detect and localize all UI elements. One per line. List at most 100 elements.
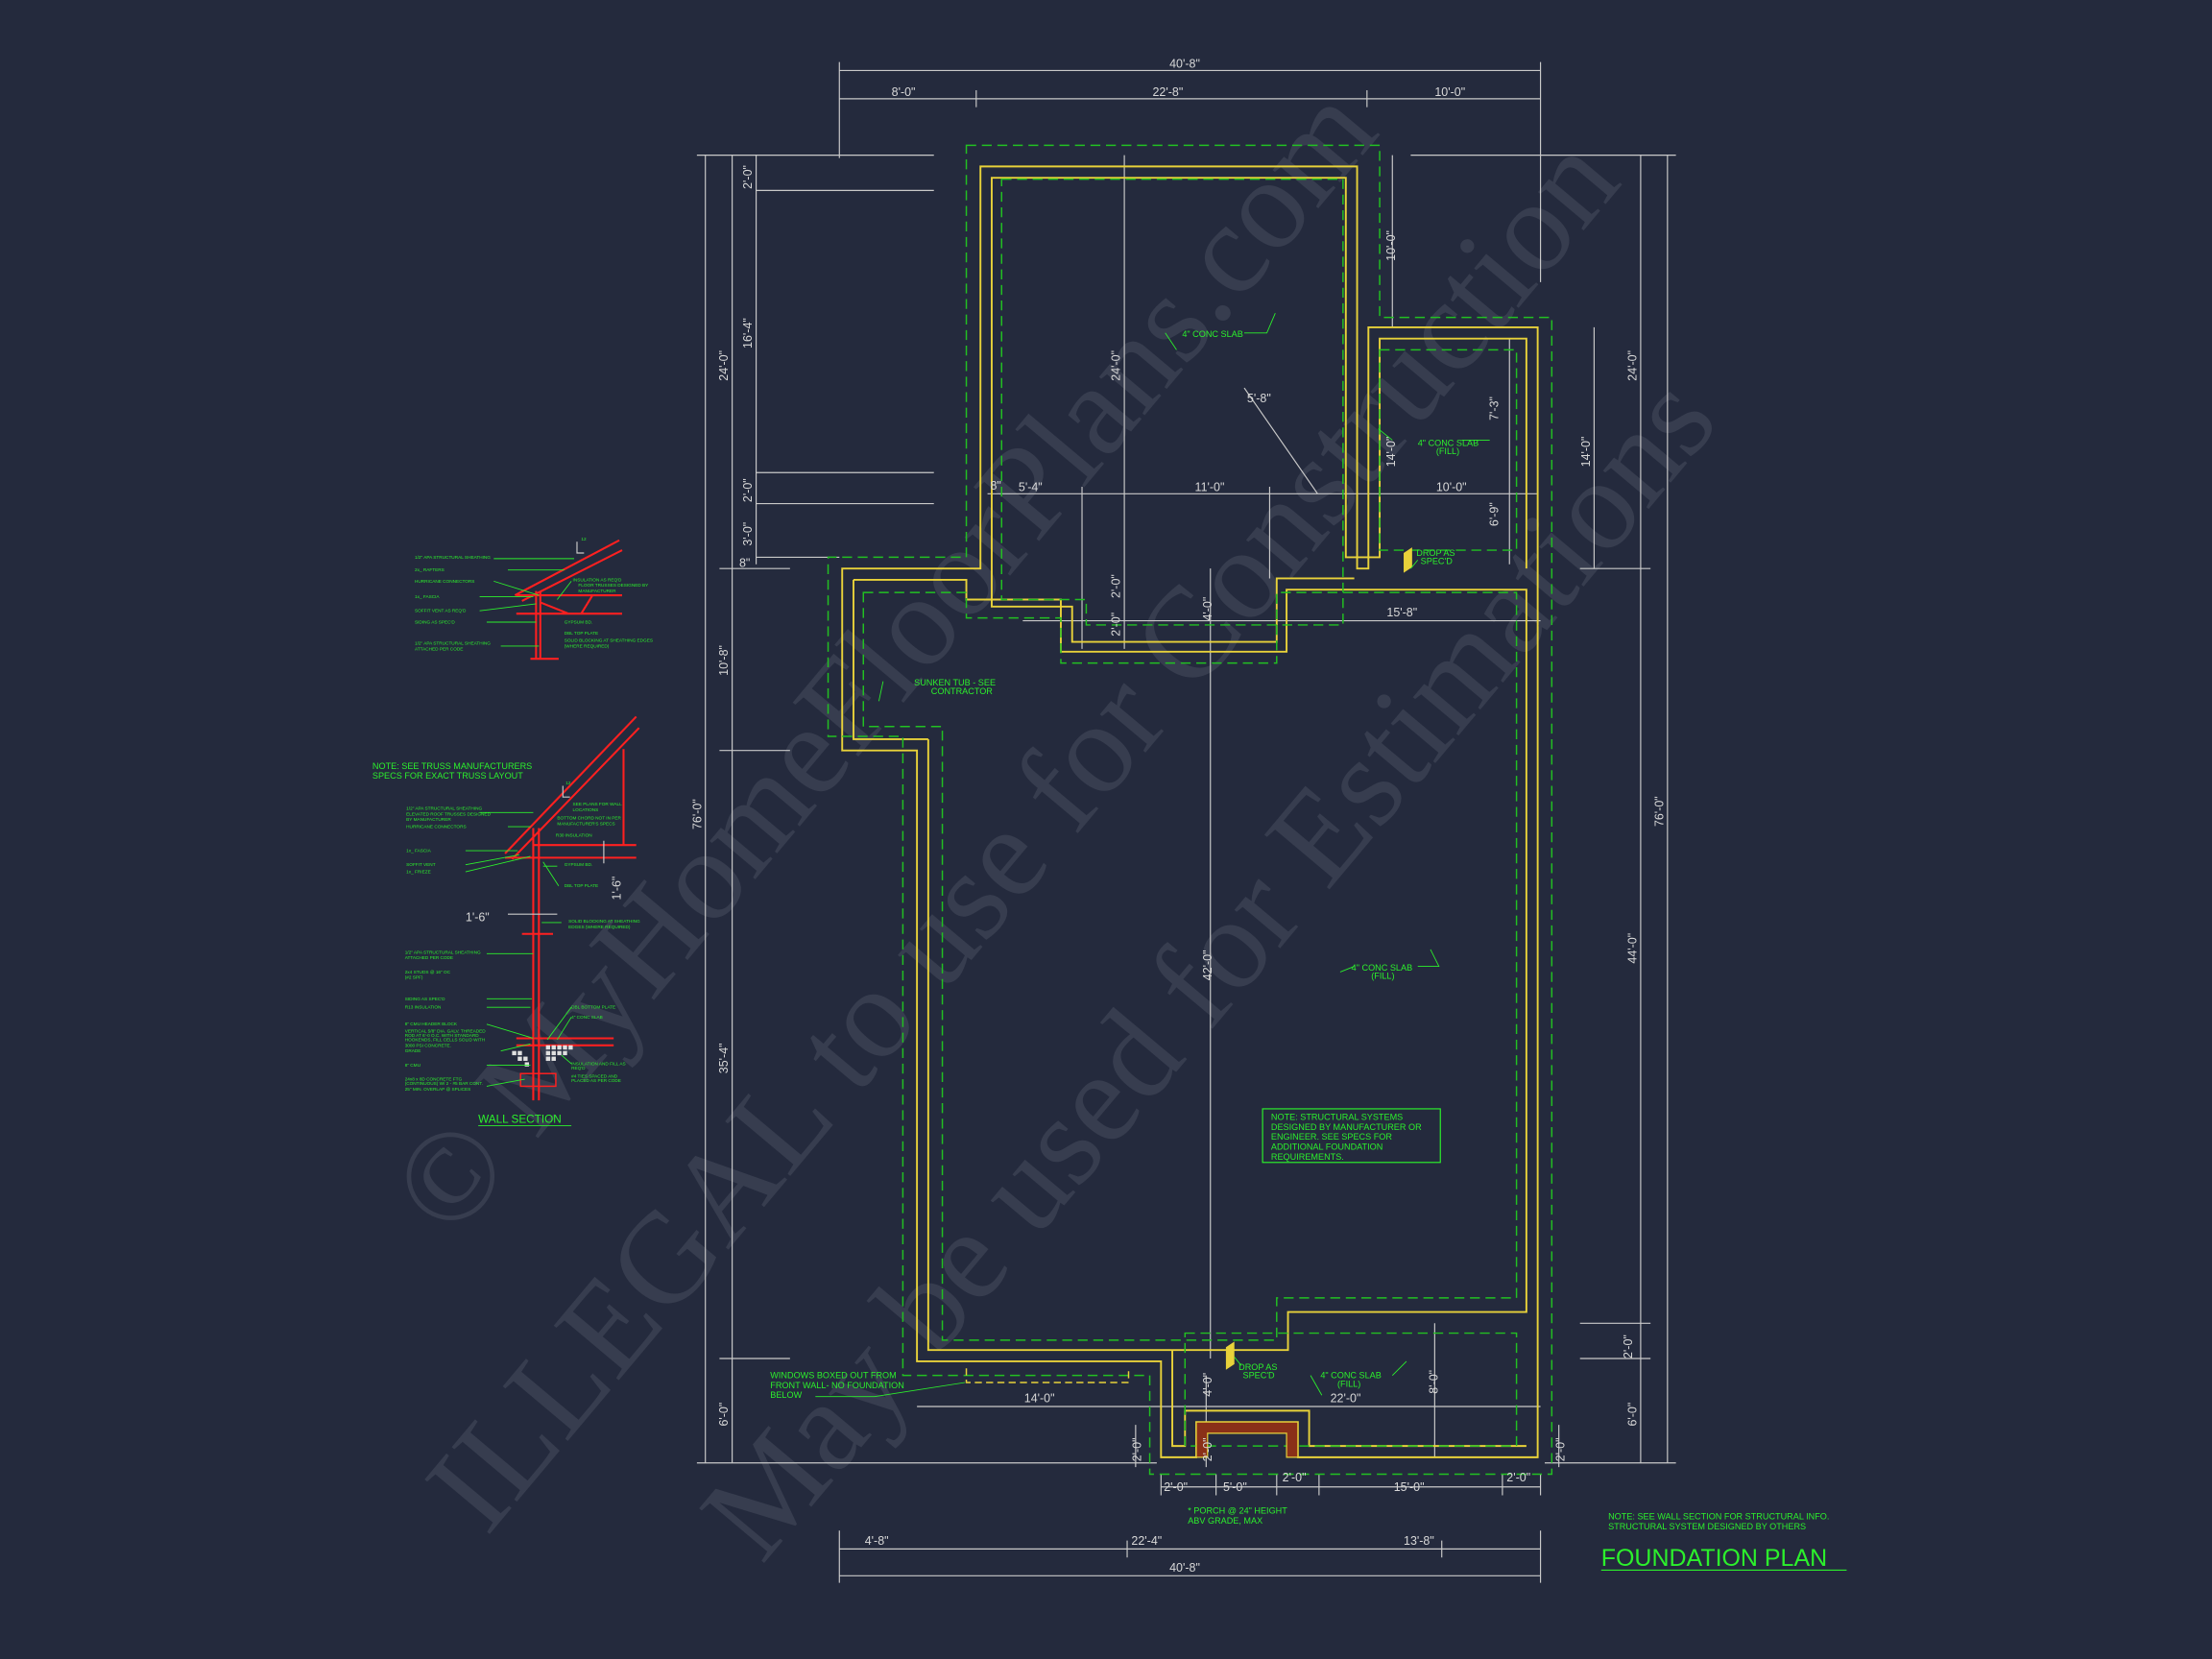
section-label: MANUFACTURER'S SPECS: [557, 822, 614, 827]
dim-top: 8'-0": [892, 85, 916, 99]
pitch-label: 12: [565, 781, 571, 785]
dim-left: 24'-0": [717, 350, 731, 381]
section-label: DBL BOTTOM PLATE: [571, 1005, 615, 1010]
wall-section-title: WALL SECTION: [478, 1114, 562, 1126]
dim-left-inner: 2'-0": [741, 165, 755, 189]
structural-note: NOTE: STRUCTURAL SYSTEMS: [1271, 1113, 1403, 1122]
dim-interior: 14'-0": [1384, 437, 1398, 468]
section-label: GRADE: [405, 1048, 421, 1053]
porch-step: [1195, 1421, 1299, 1458]
truss-note: NOTE: SEE TRUSS MANUFACTURERS: [373, 761, 532, 771]
dim-interior: 10'-0": [1384, 230, 1398, 261]
pitch-label: 12: [581, 537, 587, 541]
section-label: MANUFACTURER: [578, 589, 616, 593]
porch-note: * PORCH @ 24" HEIGHT: [1188, 1506, 1287, 1516]
section-label: ELEVATED ROOF TRUSSES DESIGNED: [406, 811, 491, 816]
section-label: 1/2" APA STRUCTURAL SHEATHING: [415, 641, 491, 646]
garage-inner-wall: [991, 177, 1527, 643]
section-label: SIDING AS SPEC'D: [405, 997, 445, 1001]
dim-interior: 11'-0": [1195, 480, 1225, 493]
slab-label: 4" CONC SLAB: [1182, 329, 1242, 339]
dim-interior: 5'-4": [1019, 480, 1043, 493]
dim-interior: 2'-0": [1110, 574, 1123, 598]
dim-right-total: 76'-0": [1652, 796, 1666, 827]
section-label: 1/2" APA STRUCTURAL SHEATHING: [405, 950, 481, 954]
foundation-walls: [827, 144, 1553, 1476]
general-note: STRUCTURAL SYSTEM DESIGNED BY OTHERS: [1608, 1522, 1806, 1531]
cmu-blocks: [512, 1045, 573, 1067]
dim-bottom: 22'-4": [1131, 1534, 1162, 1548]
section-label: PLACED AS PER CODE: [571, 1078, 621, 1083]
section-label: VERTICAL 5/8" DIA. GALV. THREADED: [405, 1029, 487, 1034]
dim-left-inner: 8": [739, 557, 750, 570]
dim-interior: 4'-0": [1201, 597, 1214, 621]
dim-interior: 42'-0": [1201, 950, 1214, 980]
sunken-tub-note: SUNKEN TUB - SEE: [914, 678, 996, 687]
section-label: ROD AT 6'-0 O.C. WITH STANDARD: [405, 1033, 480, 1038]
section-label: HURRICANE CONNECTORS: [415, 579, 474, 584]
section-dim: 1'-6": [611, 877, 624, 901]
section-label: SOFFIT VENT AS REQ'D: [415, 609, 467, 613]
section-label: SIDING AS SPEC'D: [415, 619, 455, 624]
section-label: 4" CONC SLAB: [571, 1015, 603, 1020]
section-label: #4 TIES SPACED AND: [571, 1074, 618, 1079]
window-boxout: [965, 1368, 1130, 1383]
dim-interior: 15'-8": [1386, 606, 1417, 619]
section-label: 25" MIN. OVERLAP @ SPLICES: [405, 1087, 471, 1092]
section-label: INSULATION AND FILL AS: [571, 1061, 626, 1066]
dimension-lines: [696, 61, 1676, 1583]
section-label: 3000 PSI CONCRETE.: [405, 1043, 451, 1047]
dim-interior: 2'-0": [1110, 613, 1123, 637]
plan-annotations: 4" CONC SLAB 4" CONC SLAB (FILL) DROP AS…: [770, 313, 1847, 1572]
structural-note: DESIGNED BY MANUFACTURER OR: [1271, 1122, 1422, 1132]
dim-right: 6'-0": [1625, 1403, 1639, 1427]
dim-interior: 22'-0": [1331, 1392, 1361, 1406]
structural-note: REQUIREMENTS.: [1271, 1152, 1344, 1162]
section-label: DBL TOP PLATE: [565, 883, 598, 888]
section-label: 2x4 STUDS @ 16" OC: [405, 970, 451, 974]
section-label: HOOKENDS, FILL CELLS SOLID WITH: [405, 1037, 485, 1042]
slab-label: 4" CONC SLAB: [1418, 438, 1479, 447]
sunken-tub-note: CONTRACTOR: [931, 686, 994, 696]
dim-bottom: 13'-8": [1404, 1534, 1434, 1548]
porch-note: ABV GRADE, MAX: [1188, 1516, 1262, 1526]
section-label: REQ'D: [571, 1066, 586, 1070]
section-label: R30 INSULATION: [556, 832, 592, 837]
footing-outline: [827, 144, 1553, 1476]
dim-porch: 5'-0": [1223, 1480, 1247, 1494]
section-label: 24x8 x 8D CONCRETE FTG: [405, 1077, 463, 1082]
section-label: INSULATION AS REQ'D: [573, 577, 622, 582]
section-label: HURRICANE CONNECTORS: [406, 825, 466, 830]
section-label: (CONTINUOUS) W/ 2 - #5 BAR CONT.: [405, 1081, 483, 1086]
dim-porch: 2'-0": [1506, 1471, 1530, 1484]
section-label: ATTACHED PER CODE: [415, 646, 463, 651]
dim-left-inner: 16'-4": [741, 318, 755, 349]
windows-note: FRONT WALL- NO FOUNDATION: [770, 1381, 904, 1390]
dim-right: 44'-0": [1625, 933, 1639, 964]
section-label: GYPSUM BD.: [565, 862, 592, 867]
fill-label: (FILL): [1337, 1379, 1360, 1388]
section-label: FLOOR TRUSSES DESIGNED BY: [578, 583, 649, 588]
drop-label: DROP AS: [1238, 1362, 1277, 1372]
dim-left: 35'-4": [717, 1043, 731, 1073]
dim-interior: 5'-8": [1247, 392, 1271, 405]
section-label: SOFFIT VENT: [406, 862, 436, 867]
dim-interior: 2'-0": [1201, 1437, 1214, 1461]
drop-label: SPEC'D: [1243, 1371, 1276, 1381]
dim-bottom: 4'-8": [865, 1534, 889, 1548]
section-label: 1x_ FASCIA: [406, 849, 431, 854]
dim-porch: 2'-0": [1164, 1480, 1188, 1494]
structural-note: ENGINEER. SEE SPECS FOR: [1271, 1132, 1392, 1142]
dim-interior: 2'-0": [1131, 1437, 1144, 1461]
section-label: LOCATIONS: [573, 807, 599, 812]
section-label: ATTACHED PER CODE: [405, 955, 453, 960]
section-label: GYPSUM BD.: [565, 619, 592, 624]
section-label: BY MANUFACTURER: [406, 817, 451, 822]
section-label: 2x_ RAFTERS: [415, 567, 445, 572]
dim-left-inner: 2'-0": [741, 478, 755, 502]
section-label: 1x_ FRIEZE: [406, 870, 431, 875]
dim-interior: 24'-0": [1110, 350, 1123, 381]
dim-interior: 14'-0": [1024, 1392, 1055, 1406]
slab-label: 4" CONC SLAB: [1320, 1371, 1381, 1381]
fill-label: (FILL): [1371, 972, 1394, 981]
